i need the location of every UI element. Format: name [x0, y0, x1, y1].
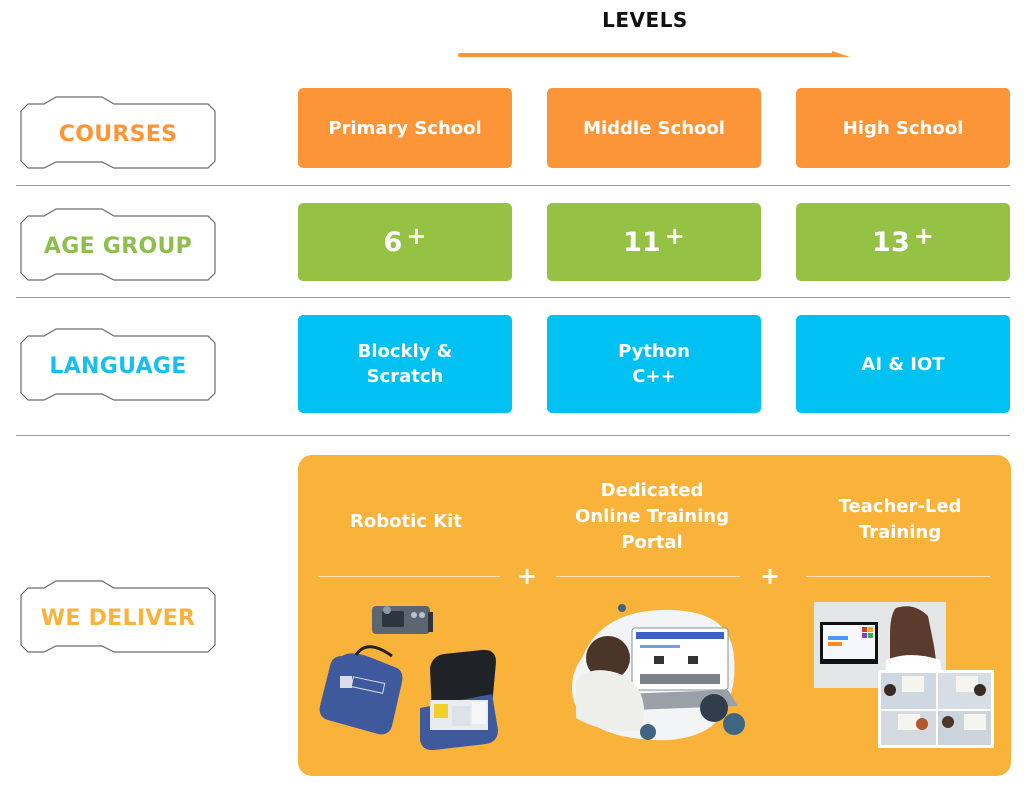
row-label-we-deliver: WE DELIVER	[20, 580, 216, 654]
decor-dot	[640, 724, 656, 740]
deliver-underline	[556, 576, 740, 577]
row-divider	[16, 185, 1010, 186]
controller-device-icon	[372, 606, 433, 634]
age-value: 11	[623, 226, 661, 258]
deliver-title-line: Robotic Kit	[350, 511, 462, 532]
plus-icon: +	[517, 562, 538, 590]
row-divider	[16, 435, 1010, 436]
age-value: 13	[872, 226, 910, 258]
row-label-text: LANGUAGE	[49, 353, 187, 379]
language-python-cpp: Python C++	[547, 315, 761, 413]
language-line: Python	[618, 341, 690, 362]
scratch-block-outline	[20, 580, 216, 653]
open-carry-case-icon	[420, 649, 498, 751]
deliver-underline	[318, 576, 500, 577]
age-group-primary: 6+	[298, 203, 512, 281]
age-group-high: 13+	[796, 203, 1010, 281]
online-portal-image	[572, 604, 745, 741]
language-ai-iot: AI & IOT	[796, 315, 1010, 413]
deliver-title-line: Training	[858, 522, 942, 543]
scratch-block-outline	[20, 96, 216, 169]
deliver-underline	[806, 576, 990, 577]
row-label-text: AGE GROUP	[43, 233, 193, 259]
deliver-teacher-led-title: Teacher-Led Training	[800, 494, 1000, 546]
age-plus: +	[406, 222, 427, 250]
scratch-block-outline	[20, 208, 216, 281]
language-line: Blockly &	[357, 341, 453, 362]
row-label-courses: COURSES	[20, 96, 216, 170]
teacher-led-image	[814, 602, 994, 748]
deliver-title-line: Dedicated	[600, 480, 704, 501]
row-label-text: WE DELIVER	[40, 605, 196, 631]
course-primary-school: Primary School	[298, 88, 512, 168]
scratch-block-outline	[20, 328, 216, 401]
row-label-language: LANGUAGE	[20, 328, 216, 402]
language-line: Scratch	[366, 366, 444, 387]
age-plus: +	[913, 222, 934, 250]
age-plus: +	[664, 222, 685, 250]
language-blockly-scratch: Blockly & Scratch	[298, 315, 512, 413]
deliver-title-line: Online Training	[575, 506, 729, 527]
decor-dot	[723, 713, 745, 735]
age-value: 6	[383, 226, 403, 258]
levels-arrow-icon	[458, 51, 850, 57]
language-line: AI & IOT	[861, 353, 945, 375]
course-middle-school: Middle School	[547, 88, 761, 168]
robotic-kit-image	[319, 606, 498, 751]
course-high-school: High School	[796, 88, 1010, 168]
deliver-title-line: Portal	[621, 532, 683, 553]
age-group-middle: 11+	[547, 203, 761, 281]
deliver-online-portal-title: Dedicated Online Training Portal	[552, 478, 752, 556]
row-divider	[16, 297, 1010, 298]
deliver-robotic-kit-title: Robotic Kit	[306, 509, 506, 535]
classroom-collage-photo	[878, 670, 994, 748]
plus-icon: +	[760, 562, 781, 590]
closed-carry-case-icon	[319, 645, 403, 735]
row-label-age-group: AGE GROUP	[20, 208, 216, 282]
row-label-text: COURSES	[58, 121, 178, 147]
deliver-title-line: Teacher-Led	[838, 496, 962, 517]
levels-title: LEVELS	[602, 8, 688, 32]
language-line: C++	[632, 366, 676, 387]
decor-dot	[618, 604, 626, 612]
